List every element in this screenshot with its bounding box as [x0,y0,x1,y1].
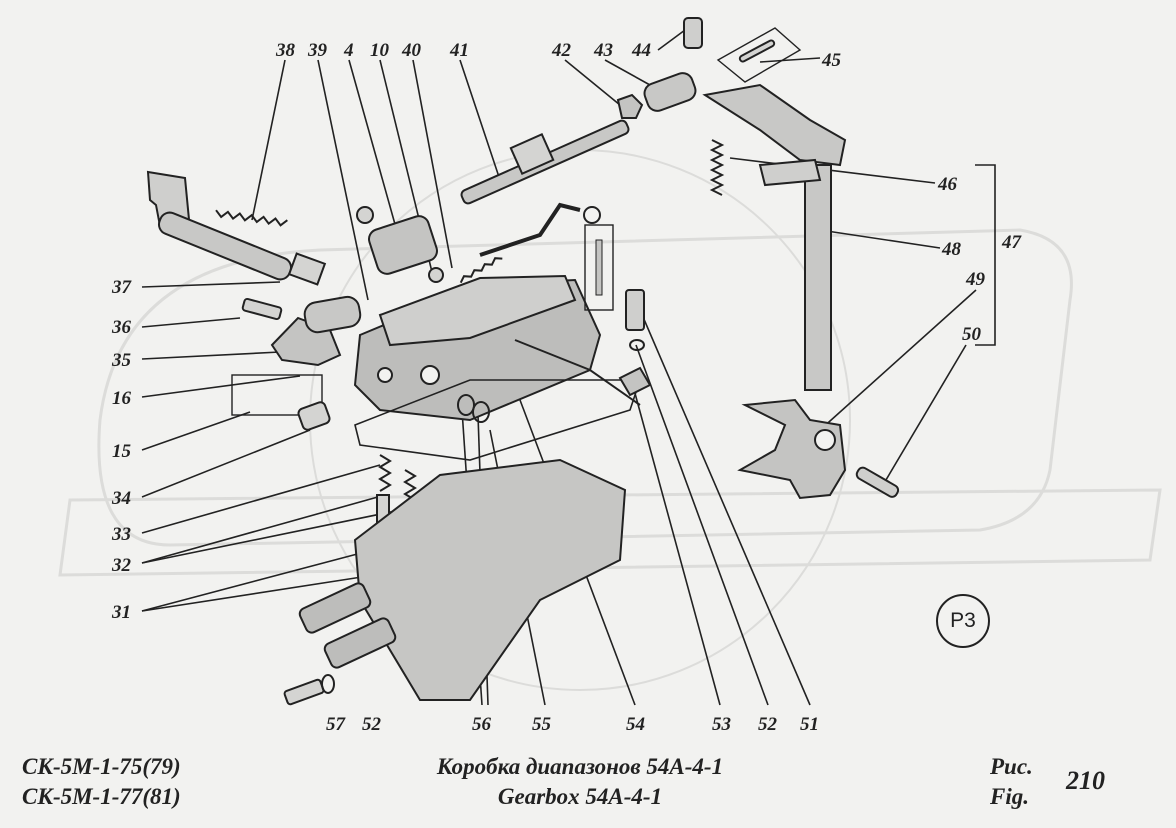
pin-inset [584,224,614,311]
pin [683,17,703,49]
callout-51: 51 [800,714,819,735]
pin-detail [595,239,603,296]
cotter-pin-inset [716,27,802,83]
pin [855,466,900,498]
figure-title-ru: Коробка диапазонов 54А-4-1 [436,754,724,779]
gearbox-case [353,458,627,701]
output-shaft [298,582,372,634]
callout-37: 37 [111,277,133,298]
callout-40: 40 [401,40,422,61]
lock-plate [618,366,652,397]
shift-fork [737,398,847,500]
gasket [354,379,642,461]
callout-35: 35 [111,350,132,371]
range-box-housing-top [378,274,577,347]
callout-10: 10 [370,40,390,61]
rod-bracket [509,132,555,176]
fork-bore [814,429,836,451]
callout-53: 53 [712,714,731,735]
gasket-inset [231,374,323,416]
callout-15: 15 [112,441,132,462]
callout-42: 42 [551,40,572,61]
callout-4: 4 [343,40,354,61]
washer [428,267,444,283]
callout-52-right: 52 [758,714,778,735]
vertical-shaft [804,164,832,391]
figure-label-ru: Рис. [990,754,1033,779]
callout-46: 46 [937,174,958,195]
spring [378,454,392,492]
spring [459,257,503,284]
callout-39: 39 [307,40,328,61]
housing-bore [377,367,393,383]
figure-number: 210 [1066,766,1105,795]
callout-43: 43 [593,40,613,61]
callout-33: 33 [111,524,131,545]
callout-16: 16 [112,388,132,409]
model-code-1: СК-5М-1-75(79) [22,754,181,779]
model-code-2: СК-5М-1-77(81) [22,784,181,809]
callout-34: 34 [111,488,131,509]
callout-48: 48 [941,239,962,260]
callout-56: 56 [472,714,492,735]
washer [472,401,490,423]
washer [321,674,335,694]
section-badge: P3 [936,594,990,648]
cotter-pin [738,39,776,63]
figure-title-en: Gearbox 54A-4-1 [497,784,663,809]
figure-label: Рис. Fig. [990,752,1033,812]
figure-label-en: Fig. [990,784,1029,809]
nut [616,93,644,119]
washer [457,394,475,416]
shaft-lever [758,158,822,187]
bolt [241,297,283,321]
cylinder-nut [356,206,374,224]
housing-bore [420,365,440,385]
spring [709,139,725,196]
bracket-plate [287,252,327,286]
bolt [283,678,325,706]
callout-32: 32 [111,555,132,576]
callout-31: 31 [111,602,131,623]
washer [583,206,601,224]
output-shaft [323,617,397,669]
callout-38: 38 [275,40,296,61]
spring [215,209,288,227]
callout-52-left: 52 [362,714,382,735]
callout-54: 54 [626,714,645,735]
lever-arm [479,202,581,257]
callout-36: 36 [111,317,132,338]
lever-plate [702,83,847,167]
model-codes: СК-5М-1-75(79) СК-5М-1-77(81) [22,752,181,812]
parts [146,17,900,706]
callout-55: 55 [532,714,552,735]
callout-45: 45 [821,50,842,71]
plug [297,401,331,431]
callout-44: 44 [631,40,651,61]
sleeve [303,295,362,334]
callout-50: 50 [962,324,982,345]
callout-41: 41 [449,40,469,61]
spring [403,469,417,501]
joint [643,72,697,112]
bolt [625,289,645,331]
callout-47: 47 [1001,232,1023,253]
callout-57: 57 [326,714,347,735]
callout-labels: 38 39 4 10 40 41 42 43 44 45 46 48 47 49… [111,40,1023,735]
figure-title: Коробка диапазонов 54А-4-1 Gearbox 54A-4… [360,752,800,812]
locking-strip [514,339,641,406]
cylinder [368,215,438,275]
callout-49: 49 [965,269,986,290]
washer [629,339,645,351]
